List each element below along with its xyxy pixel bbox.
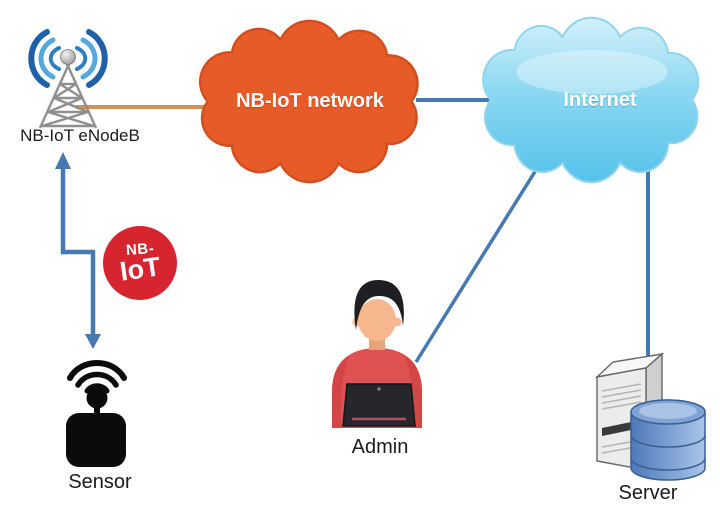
server-database-icon	[594, 352, 706, 481]
enodeb-label: NB-IoT eNodeB	[20, 126, 140, 145]
sensor-antenna-stem	[94, 398, 100, 418]
link-sensor-enodeb	[55, 152, 101, 349]
radio-waves-icon	[28, 29, 108, 88]
admin-right-arm	[404, 355, 422, 428]
arrow-up-icon	[55, 152, 71, 169]
sensor-body	[66, 413, 126, 467]
nbiot-badge-line2: IoT	[117, 251, 163, 287]
wifi-waves-icon	[67, 360, 127, 394]
admin-left-arm	[332, 355, 350, 428]
server-label: Server	[618, 482, 678, 504]
admin-hair	[354, 280, 404, 330]
laptop-camera-dot	[377, 387, 381, 391]
internet-cloud-icon	[482, 16, 700, 184]
laptop-icon	[342, 383, 416, 427]
wireless-sensor-icon	[66, 360, 127, 467]
arrow-down-icon	[85, 334, 101, 349]
admin-label: Admin	[351, 436, 409, 458]
cell-tower-icon	[28, 29, 108, 129]
person-laptop-icon	[332, 280, 422, 428]
sensor-label: Sensor	[68, 471, 132, 493]
tower-mast	[38, 65, 98, 129]
admin-face	[358, 299, 396, 341]
database-separator-2	[630, 457, 706, 471]
tower-neck	[66, 62, 70, 68]
tower-ball	[60, 49, 76, 65]
nbiot-network-label: NB-IoT network	[236, 90, 384, 112]
link-internet-admin	[414, 161, 543, 363]
database-top-highlight	[639, 403, 697, 419]
nbiot-badge: NB- IoT	[103, 226, 177, 300]
database-separator-1	[630, 434, 706, 448]
cloud-gloss-highlight	[516, 50, 668, 94]
internet-label: Internet	[563, 89, 637, 111]
